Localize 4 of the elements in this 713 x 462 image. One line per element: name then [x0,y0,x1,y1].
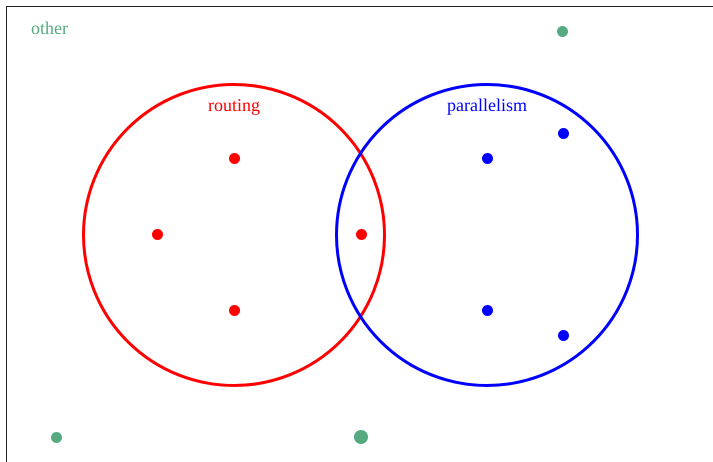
set-label: routing [208,94,260,117]
diagram-frame [6,6,713,462]
set-label: other [31,17,68,40]
set-label: parallelism [447,94,527,117]
